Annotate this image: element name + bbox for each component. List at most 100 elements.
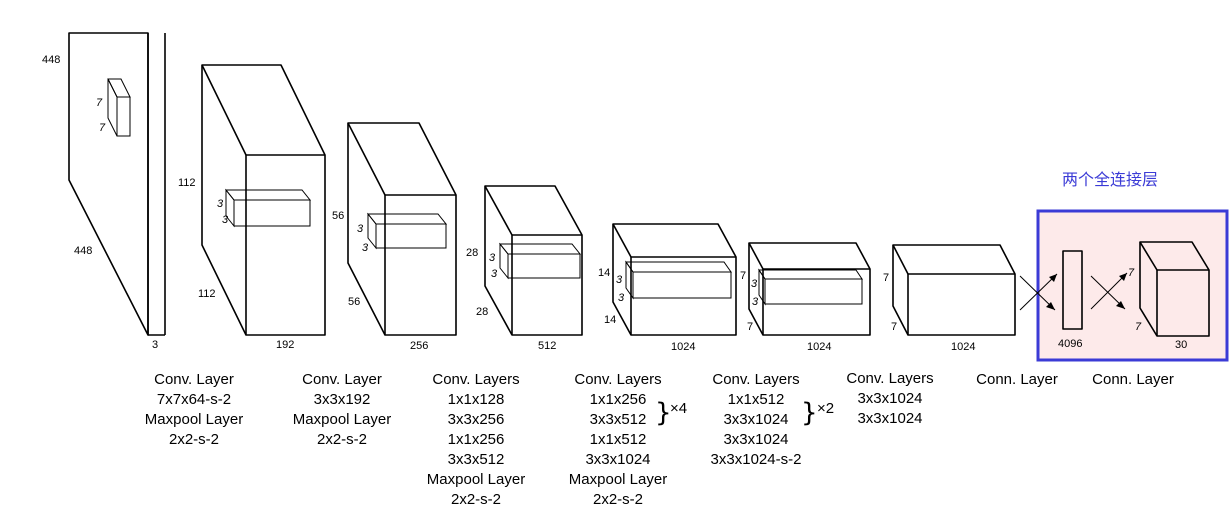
block-3-width-label: 28	[476, 306, 488, 318]
fc-layer-label: 4096	[1058, 338, 1082, 350]
svg-text:2x2-s-2: 2x2-s-2	[451, 491, 501, 508]
output-depth-label: 30	[1175, 339, 1187, 351]
block-2-depth-label: 256	[410, 340, 428, 352]
input-depth-label: 3	[152, 339, 158, 351]
block-5	[748, 242, 871, 336]
input-kernel-h-label: 7	[96, 97, 103, 109]
block-1	[201, 64, 326, 336]
svg-text:Conv. Layers: Conv. Layers	[846, 370, 933, 387]
block-1-depth-label: 192	[276, 339, 294, 351]
svg-text:Conv. Layers: Conv. Layers	[574, 371, 661, 388]
block-4	[612, 223, 737, 336]
svg-text:3x3x256: 3x3x256	[448, 411, 505, 428]
output-height-label: 7	[1128, 267, 1135, 279]
block-4-width-label: 14	[604, 314, 616, 326]
svg-text:3x3x1024: 3x3x1024	[723, 431, 788, 448]
svg-text:Maxpool Layer: Maxpool Layer	[145, 411, 243, 428]
output-block	[1139, 241, 1210, 337]
block-2-kernel	[366, 212, 448, 250]
caption-1: Conv. Layer 7x7x64-s-2 Maxpool Layer 2x2…	[145, 371, 243, 448]
block-5-depth-label: 1024	[807, 341, 831, 353]
block-6-width-label: 7	[891, 321, 897, 333]
caption-4-brace: }	[655, 398, 672, 428]
block-4-height-label: 14	[598, 267, 610, 279]
svg-text:Conn. Layer: Conn. Layer	[1092, 371, 1174, 388]
connection-arrows-1	[1019, 273, 1058, 311]
caption-5: Conv. Layers 1x1x512 3x3x1024 3x3x1024 3…	[711, 371, 835, 468]
svg-text:3x3x1024-s-2: 3x3x1024-s-2	[711, 451, 802, 468]
input-block	[68, 32, 166, 336]
block-2-kernel-h-label: 3	[357, 223, 364, 235]
caption-6: Conv. Layers 3x3x1024 3x3x1024	[846, 370, 933, 427]
block-1-height-label: 112	[178, 177, 196, 189]
block-1-kernel	[224, 188, 312, 228]
svg-text:2x2-s-2: 2x2-s-2	[169, 431, 219, 448]
block-6-height-label: 7	[883, 272, 889, 284]
svg-text:Maxpool Layer: Maxpool Layer	[569, 471, 667, 488]
svg-text:3x3x1024: 3x3x1024	[857, 410, 922, 427]
svg-text:7x7x64-s-2: 7x7x64-s-2	[157, 391, 231, 408]
fc-layer-bar	[1062, 250, 1083, 330]
caption-4: Conv. Layers 1x1x256 3x3x512 1x1x512 3x3…	[569, 371, 687, 508]
caption-5-repeat: ×2	[817, 400, 834, 417]
block-4-depth-label: 1024	[671, 341, 695, 353]
svg-text:3x3x192: 3x3x192	[314, 391, 371, 408]
block-2	[347, 122, 457, 336]
block-6	[892, 244, 1016, 336]
caption-4-repeat: ×4	[670, 400, 687, 417]
input-width-label: 448	[74, 245, 92, 257]
block-3-depth-label: 512	[538, 340, 556, 352]
block-4-kernel-h-label: 3	[616, 274, 623, 286]
fc-highlight-box	[1036, 209, 1229, 362]
svg-text:Conv. Layer: Conv. Layer	[154, 371, 234, 388]
svg-text:3x3x1024: 3x3x1024	[585, 451, 650, 468]
svg-text:Conn. Layer: Conn. Layer	[976, 371, 1058, 388]
block-3-kernel-w-label: 3	[491, 268, 498, 280]
svg-text:1x1x256: 1x1x256	[448, 431, 505, 448]
svg-text:3x3x512: 3x3x512	[590, 411, 647, 428]
svg-text:Conv. Layers: Conv. Layers	[432, 371, 519, 388]
block-3-kernel-h-label: 3	[489, 252, 496, 264]
block-1-kernel-h-label: 3	[217, 198, 224, 210]
block-4-kernel-w-label: 3	[618, 292, 625, 304]
svg-text:Conv. Layer: Conv. Layer	[302, 371, 382, 388]
input-kernel-w-label: 7	[99, 122, 106, 134]
svg-text:3x3x512: 3x3x512	[448, 451, 505, 468]
input-height-label: 448	[42, 54, 60, 66]
block-2-width-label: 56	[348, 296, 360, 308]
connection-arrows-2	[1090, 272, 1128, 310]
block-3-height-label: 28	[466, 247, 478, 259]
block-5-width-label: 7	[747, 321, 753, 333]
svg-text:3x3x1024: 3x3x1024	[723, 411, 788, 428]
caption-5-brace: }	[801, 398, 818, 428]
caption-7: Conn. Layer	[976, 371, 1058, 388]
caption-2: Conv. Layer 3x3x192 Maxpool Layer 2x2-s-…	[293, 371, 391, 448]
svg-text:Maxpool Layer: Maxpool Layer	[293, 411, 391, 428]
block-4-kernel	[625, 260, 732, 300]
block-3	[484, 185, 583, 336]
svg-text:1x1x512: 1x1x512	[728, 391, 785, 408]
output-width-label: 7	[1135, 321, 1142, 333]
block-5-kernel-h-label: 3	[751, 278, 758, 290]
svg-text:2x2-s-2: 2x2-s-2	[593, 491, 643, 508]
block-3-kernel	[498, 242, 582, 280]
svg-text:1x1x256: 1x1x256	[590, 391, 647, 408]
block-5-kernel-w-label: 3	[752, 296, 759, 308]
block-2-kernel-w-label: 3	[362, 242, 369, 254]
block-1-kernel-w-label: 3	[222, 214, 229, 226]
svg-text:1x1x128: 1x1x128	[448, 391, 505, 408]
svg-text:2x2-s-2: 2x2-s-2	[317, 431, 367, 448]
block-5-kernel	[758, 268, 863, 306]
block-2-height-label: 56	[332, 210, 344, 222]
caption-8: Conn. Layer	[1092, 371, 1174, 388]
block-1-width-label: 112	[198, 288, 216, 300]
caption-3: Conv. Layers 1x1x128 3x3x256 1x1x256 3x3…	[427, 371, 525, 508]
fc-annotation: 两个全连接层	[1062, 170, 1158, 189]
svg-text:3x3x1024: 3x3x1024	[857, 390, 922, 407]
svg-text:Maxpool Layer: Maxpool Layer	[427, 471, 525, 488]
svg-text:Conv. Layers: Conv. Layers	[712, 371, 799, 388]
block-6-depth-label: 1024	[951, 341, 975, 353]
input-kernel	[107, 78, 131, 137]
svg-text:1x1x512: 1x1x512	[590, 431, 647, 448]
